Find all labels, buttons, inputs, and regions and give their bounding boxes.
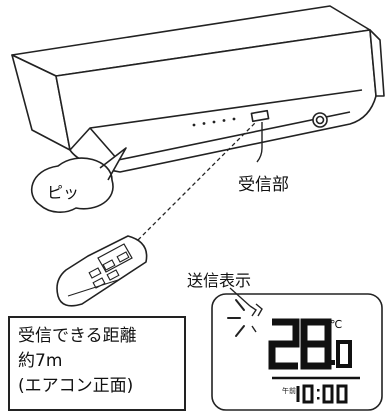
remote-button bbox=[88, 267, 102, 279]
send-leader-line bbox=[229, 287, 251, 307]
digit-2 bbox=[268, 318, 300, 370]
indicator-lamps bbox=[192, 117, 236, 127]
remote-button bbox=[116, 251, 130, 263]
decimal-point bbox=[331, 360, 335, 365]
aircon-body bbox=[55, 29, 377, 173]
aircon-knob-inner bbox=[315, 115, 325, 125]
clock-digits bbox=[296, 384, 348, 404]
digit-0-small bbox=[336, 340, 352, 368]
receiver-label: 受信部 bbox=[238, 175, 289, 195]
receiver-window bbox=[250, 109, 270, 123]
time-prefix: 午前 bbox=[282, 387, 296, 395]
range-line-1: 受信できる距離 bbox=[18, 326, 137, 346]
beep-label: ピッ bbox=[47, 183, 80, 202]
reception-range-box: 受信できる距離 約7m (エアコン正面) bbox=[8, 316, 186, 411]
beep-bubble bbox=[30, 147, 127, 213]
remote-button bbox=[106, 269, 120, 281]
lcd-display-panel bbox=[211, 293, 383, 411]
digit-8 bbox=[300, 318, 332, 370]
temperature-unit: ℃ bbox=[330, 318, 343, 331]
transmit-icon bbox=[249, 303, 263, 333]
remote-control bbox=[56, 235, 148, 307]
range-line-2: 約7m bbox=[18, 351, 63, 371]
remote-button bbox=[102, 259, 116, 271]
range-line-3: (エアコン正面) bbox=[18, 376, 134, 396]
remote-bottom-line bbox=[67, 279, 119, 297]
air-conditioner bbox=[11, 5, 385, 173]
transmit-flash-marks bbox=[227, 299, 245, 337]
temperature-digits bbox=[268, 318, 332, 370]
aircon-lower-panel bbox=[69, 89, 363, 151]
send-indicator-label: 送信表示 bbox=[187, 271, 252, 290]
aircon-side-face bbox=[369, 29, 385, 97]
receiver-leader-line bbox=[256, 122, 263, 163]
